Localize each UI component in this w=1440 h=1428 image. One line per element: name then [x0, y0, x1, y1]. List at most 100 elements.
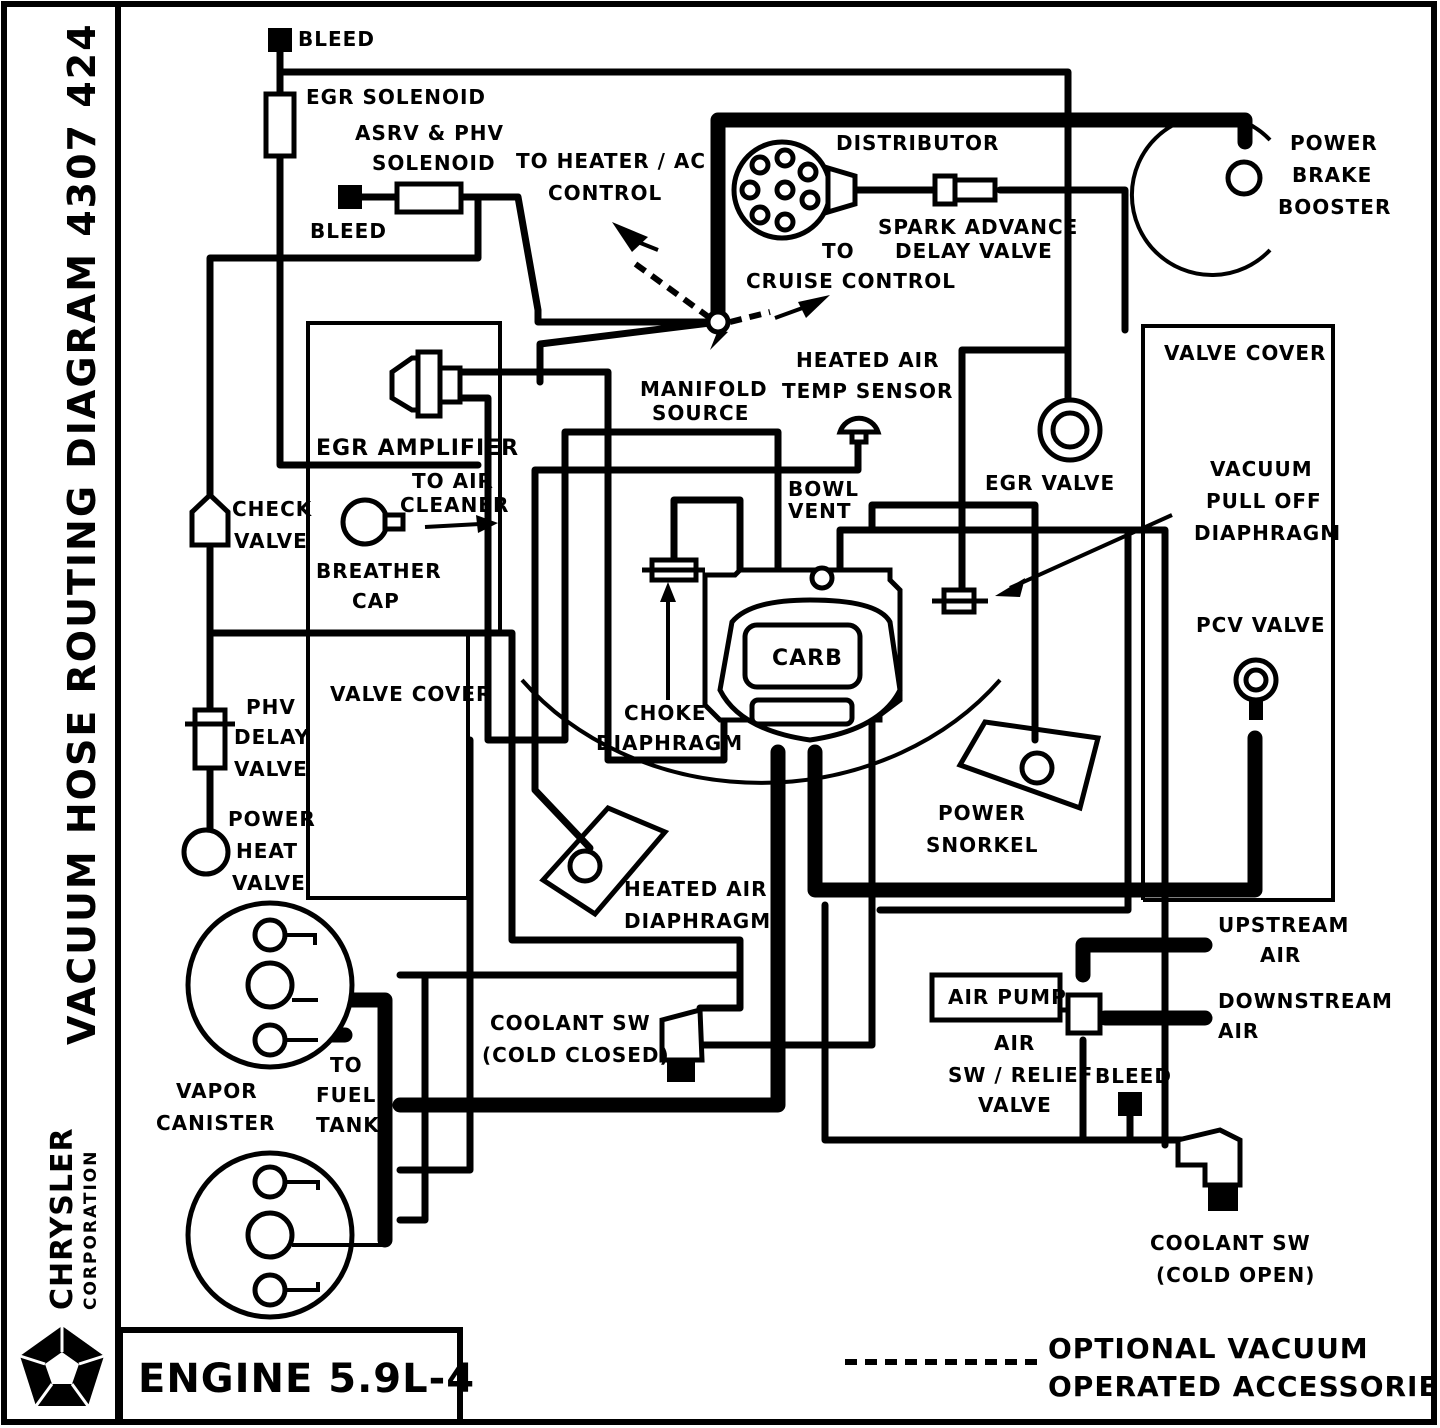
label-phv-2: DELAY — [234, 725, 310, 749]
label-downstream-1: DOWNSTREAM — [1218, 989, 1393, 1013]
label-air-pump: AIR PUMP — [948, 985, 1067, 1009]
label-bleed-left: BLEED — [310, 219, 387, 243]
label-air-sw-3: VALVE — [978, 1093, 1052, 1117]
asrv-solenoid — [394, 181, 464, 215]
hose-egr-valve — [958, 346, 1072, 599]
label-distributor: DISTRIBUTOR — [836, 131, 999, 155]
label-power-snorkel-1: POWER — [938, 801, 1026, 825]
label-heated-air-temp-2: TEMP SENSOR — [782, 379, 953, 403]
label-check-2: VALVE — [234, 529, 308, 553]
arrow-cruise — [798, 295, 830, 318]
hose-asrv-down — [206, 193, 482, 499]
choke-diaphragm-fitting — [642, 557, 705, 583]
label-egr-amplifier: EGR AMPLIFIER — [316, 436, 519, 461]
hose-canister-1 — [396, 971, 429, 1224]
label-egr-valve: EGR VALVE — [985, 471, 1115, 495]
side-title: VACUUM HOSE ROUTING DIAGRAM 4307 424 — [60, 22, 104, 1045]
valve-cover-right — [1141, 324, 1335, 902]
legend-line2: OPERATED ACCESSORIES — [1048, 1370, 1440, 1403]
label-spark-2: DELAY VALVE — [895, 239, 1053, 263]
label-coolant-open-1: COOLANT SW — [1150, 1231, 1311, 1255]
label-to-fuel-1: TO — [330, 1053, 363, 1077]
hose-coolant-lower — [396, 736, 474, 1174]
air-sw-relief-valve — [1060, 992, 1103, 1036]
engine-box — [117, 1327, 463, 1425]
check-valve — [189, 491, 231, 548]
bleed-top-icon — [268, 28, 292, 52]
label-phv-1: PHV — [246, 695, 296, 719]
label-upstream-2: AIR — [1260, 943, 1301, 967]
carb-label: CARB — [772, 646, 843, 671]
label-power-snorkel-2: SNORKEL — [926, 833, 1038, 857]
power-heat-valve — [181, 827, 231, 877]
label-bleed-top: BLEED — [298, 27, 375, 51]
brand-name: CHRYSLER — [45, 1127, 80, 1310]
bleed-right-icon — [1118, 1092, 1142, 1116]
spark-advance-delay-valve — [932, 173, 998, 207]
to-air-cleaner-arrow-line — [424, 522, 481, 529]
label-air-sw-2: SW / RELIEF — [948, 1063, 1093, 1087]
arrow-heater-line — [627, 236, 659, 252]
label-choke-2: DIAPHRAGM — [596, 731, 743, 755]
hose-manifold-egr — [536, 318, 722, 386]
carb-body — [702, 567, 903, 743]
label-power-brake-1: POWER — [1290, 131, 1378, 155]
label-check-1: CHECK — [232, 497, 313, 521]
label-coolant-closed-2: (COLD CLOSED) — [482, 1043, 670, 1067]
vacuum-pull-off-diaphragm — [932, 587, 988, 615]
hose-manifold-up — [710, 112, 1253, 330]
label-air-sw-1: AIR — [994, 1031, 1035, 1055]
label-downstream-2: AIR — [1218, 1019, 1259, 1043]
label-phv-3: VALVE — [234, 757, 308, 781]
label-spark-1: SPARK ADVANCE — [878, 215, 1078, 239]
brand-sub: CORPORATION — [81, 1150, 101, 1310]
heated-air-temp-sensor — [836, 415, 882, 435]
distributor-icon — [731, 139, 858, 241]
vacuum-pull-arrow-head — [995, 578, 1025, 597]
vapor-canister-bottom — [185, 1150, 385, 1320]
label-vacuum-pull-2: PULL OFF — [1206, 489, 1322, 513]
label-heated-air-diaph-1: HEATED AIR — [624, 877, 768, 901]
hose-check-branch — [206, 629, 744, 1012]
label-egr-solenoid: EGR SOLENOID — [306, 85, 486, 109]
label-bowl-1: BOWL — [788, 477, 859, 501]
coolant-switch-cold-closed — [659, 1006, 705, 1082]
label-to-air-2: CLEANER — [400, 493, 509, 517]
label-heated-air-diaph-2: DIAPHRAGM — [624, 909, 771, 933]
label-vapor-1: VAPOR — [176, 1079, 258, 1103]
label-manifold-1: MANIFOLD — [640, 377, 768, 401]
choke-arrow — [660, 582, 676, 602]
label-vacuum-pull-3: DIAPHRAGM — [1194, 521, 1341, 545]
label-coolant-open-2: (COLD OPEN) — [1156, 1263, 1315, 1287]
engine-label: ENGINE 5.9L-4 — [138, 1356, 475, 1402]
vacuum-pull-arrow-line — [1009, 513, 1173, 590]
arrow-cruise-line — [774, 304, 809, 320]
hose-choke — [670, 496, 744, 579]
label-to-heater-1: TO HEATER / AC — [516, 149, 706, 173]
label-power-heat-3: VALVE — [232, 871, 306, 895]
label-upstream-1: UPSTREAM — [1218, 913, 1349, 937]
hose-thick-right — [807, 730, 1263, 898]
air-pump-box — [929, 972, 1063, 1023]
hose-asrv-out — [456, 193, 722, 326]
heated-air-diaphragm — [539, 805, 670, 918]
label-power-heat-1: POWER — [228, 807, 316, 831]
label-to-cruise-1: TO — [822, 239, 855, 263]
label-breather-1: BREATHER — [316, 559, 442, 583]
label-to-heater-2: CONTROL — [548, 181, 662, 205]
hose-egr-amp-1 — [456, 368, 728, 764]
hose-thick-upstream — [1075, 937, 1213, 983]
label-manifold-2: SOURCE — [652, 401, 749, 425]
pentastar-logo — [19, 1326, 105, 1407]
hose-carb-right — [696, 696, 876, 1049]
label-bowl-2: VENT — [788, 499, 852, 523]
label-choke-1: CHOKE — [624, 701, 707, 725]
manifold-source-fitting — [705, 309, 731, 335]
breather-cap — [340, 497, 390, 547]
to-air-cleaner-arrow-head — [476, 515, 498, 533]
label-power-brake-3: BOOSTER — [1278, 195, 1391, 219]
power-brake-booster-port — [1225, 159, 1263, 197]
phv-delay-valve — [192, 707, 228, 771]
coolant-switch-cold-open — [1175, 1127, 1243, 1211]
